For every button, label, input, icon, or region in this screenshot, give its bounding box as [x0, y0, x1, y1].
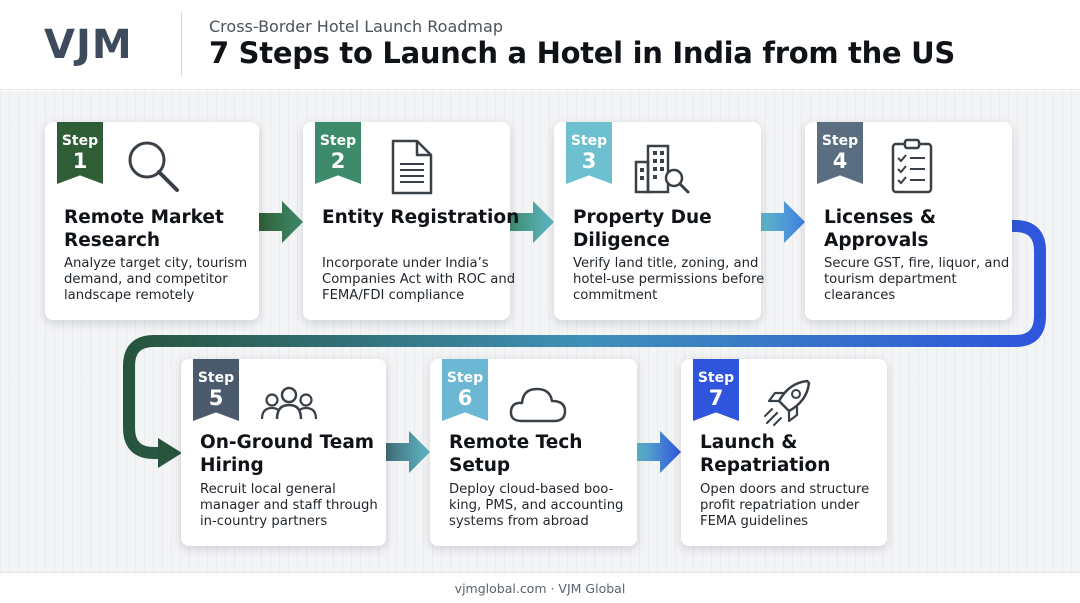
step-badge-label: Step — [319, 133, 357, 149]
step-badge-label: Step — [197, 370, 235, 386]
step-description: Recruit local general manager and staff … — [200, 482, 378, 529]
footer: vjmglobal.com · VJM Global — [0, 572, 1080, 603]
step-badge-number: 3 — [581, 149, 597, 173]
step-badge: Step 4 — [817, 122, 863, 184]
magnifier-icon — [128, 141, 179, 192]
checklist-icon — [891, 138, 933, 194]
step-card-4[interactable]: Step 4 Licenses & Approvals Secure GST, … — [805, 122, 1012, 320]
step-description: Secure GST, fire, liquor, and tourism de… — [824, 256, 1010, 303]
step-badge-number: 6 — [457, 386, 473, 410]
step-card-6[interactable]: Step 6 Remote Tech Setup Deploy cloud-ba… — [430, 359, 637, 546]
step-badge: Step 5 — [193, 359, 239, 421]
step-title: Entity Registration — [322, 207, 520, 228]
document-icon — [391, 139, 433, 195]
cloud-icon — [509, 387, 567, 423]
step-title: Launch & Repatriation — [700, 432, 831, 476]
step-badge: Step 2 — [315, 122, 361, 184]
header: VJM Cross-Border Hotel Launch Roadmap 7 … — [0, 0, 1080, 90]
step-badge-number: 4 — [832, 149, 848, 173]
step-description: Deploy cloud-based boo-king, PMS, and ac… — [449, 482, 624, 529]
logo[interactable]: VJM — [44, 22, 133, 68]
step-description: Incorporate under India’s Companies Act … — [322, 256, 516, 303]
step-badge-label: Step — [821, 133, 859, 149]
step-badge-number: 1 — [72, 149, 88, 173]
step-badge-number: 7 — [708, 386, 724, 410]
header-divider — [181, 12, 182, 76]
step-card-7[interactable]: Step 7 Launch & Repatriation Open doors … — [681, 359, 887, 546]
step-title: Licenses & Approvals — [824, 207, 936, 251]
building-search-icon — [634, 144, 690, 194]
step-title: Property Due Diligence — [573, 207, 712, 251]
page-title: 7 Steps to Launch a Hotel in India from … — [209, 36, 955, 70]
step-badge: Step 6 — [442, 359, 488, 421]
step-badge-number: 2 — [330, 149, 346, 173]
step-badge: Step 1 — [57, 122, 103, 184]
step-description: Analyze target city, tourism demand, and… — [64, 256, 248, 303]
step-title: On-Ground Team Hiring — [200, 432, 375, 476]
team-icon — [260, 386, 318, 420]
step-card-2[interactable]: Step 2 Entity Registration Incorporate u… — [303, 122, 519, 320]
step-card-1[interactable]: Step 1 Remote Market Research Analyze ta… — [45, 122, 259, 320]
step-badge-label: Step — [61, 133, 99, 149]
step-title: Remote Tech Setup — [449, 432, 583, 476]
step-badge: Step 3 — [566, 122, 612, 184]
step-badge-label: Step — [570, 133, 608, 149]
page-subtitle: Cross-Border Hotel Launch Roadmap — [209, 17, 503, 36]
step-badge-number: 5 — [208, 386, 224, 410]
step-card-3[interactable]: Step 3 Property Due Diligence Verify lan… — [554, 122, 764, 320]
step-description: Open doors and structure profit repatria… — [700, 482, 870, 529]
rocket-icon — [764, 379, 811, 426]
step-badge-label: Step — [697, 370, 735, 386]
step-title: Remote Market Research — [64, 207, 224, 251]
step-badge: Step 7 — [693, 359, 739, 421]
step-card-5[interactable]: Step 5 On-Ground Team Hiring Recruit loc… — [181, 359, 386, 546]
step-badge-label: Step — [446, 370, 484, 386]
step-description: Verify land title, zoning, and hotel-use… — [573, 256, 765, 303]
footer-link[interactable]: vjmglobal.com · VJM Global — [454, 581, 626, 596]
